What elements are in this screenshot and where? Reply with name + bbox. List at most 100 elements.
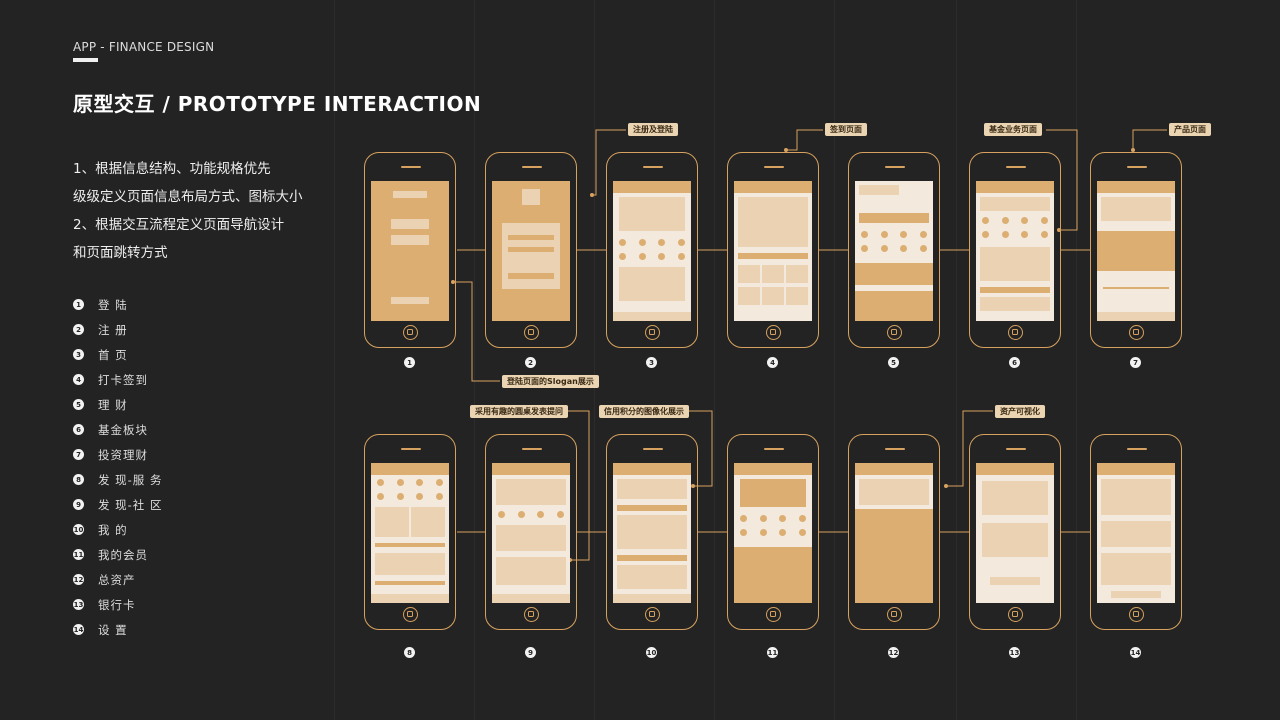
phone-fund[interactable] xyxy=(969,152,1061,348)
phone-invest[interactable] xyxy=(1090,152,1182,348)
checkin-bar xyxy=(738,253,808,259)
screen-nav-bar xyxy=(976,463,1054,475)
icon-row xyxy=(377,479,443,486)
home-button[interactable] xyxy=(403,325,418,340)
phone-register[interactable] xyxy=(485,152,577,348)
mine-screen[interactable] xyxy=(613,463,691,603)
phone-mine[interactable] xyxy=(606,434,698,630)
assets-header xyxy=(859,479,929,505)
home-button[interactable] xyxy=(1008,325,1023,340)
home-button[interactable] xyxy=(1008,607,1023,622)
slider-track xyxy=(1103,287,1169,289)
home-button[interactable] xyxy=(403,607,418,622)
home-button[interactable] xyxy=(887,607,902,622)
home-button[interactable] xyxy=(766,607,781,622)
phone-bank-card[interactable] xyxy=(969,434,1061,630)
section-bar xyxy=(375,543,445,547)
promo-block xyxy=(855,263,933,285)
home-button[interactable] xyxy=(1129,325,1144,340)
settings-group xyxy=(1101,553,1171,585)
invest-screen[interactable] xyxy=(1097,181,1175,321)
fund-screen[interactable] xyxy=(976,181,1054,321)
index-label: 理 财 xyxy=(98,397,128,412)
callout-anchor xyxy=(451,280,455,284)
description: 1、根据信息结构、功能规格优先 级级定义页面信息布局方式、图标大小 2、根据交互… xyxy=(73,155,303,267)
index-number: 14 xyxy=(73,624,84,635)
app-icon-block xyxy=(522,189,540,205)
grid-cell xyxy=(786,287,808,305)
phone-number: 11 xyxy=(767,647,778,658)
post-card xyxy=(496,557,566,585)
home-button[interactable] xyxy=(645,325,660,340)
callout-leader xyxy=(786,129,823,151)
phone-checkin[interactable] xyxy=(727,152,819,348)
description-line: 1、根据信息结构、功能规格优先 xyxy=(73,161,271,177)
index-number: 11 xyxy=(73,549,84,560)
checkin-screen[interactable] xyxy=(734,181,812,321)
icon-row xyxy=(861,245,927,252)
wealth-screen[interactable] xyxy=(855,181,933,321)
membership-screen[interactable] xyxy=(734,463,812,603)
phone-login[interactable] xyxy=(364,152,456,348)
settings-screen[interactable] xyxy=(1097,463,1175,603)
grid-cell xyxy=(762,265,784,283)
phone-membership[interactable] xyxy=(727,434,819,630)
form-field xyxy=(508,247,554,252)
index-label: 总资产 xyxy=(98,572,136,587)
phone-speaker xyxy=(1127,166,1147,168)
bank-card-screen[interactable] xyxy=(976,463,1054,603)
add-card-button xyxy=(990,577,1040,585)
total-assets-screen[interactable] xyxy=(855,463,933,603)
callout-anchor xyxy=(691,484,695,488)
login-screen[interactable] xyxy=(371,181,449,321)
section-bar xyxy=(617,505,687,511)
screen-nav-bar xyxy=(1097,181,1175,193)
index-label: 发 现-服 务 xyxy=(98,472,163,487)
register-screen[interactable] xyxy=(492,181,570,321)
discover-service-screen[interactable] xyxy=(371,463,449,603)
phone-speaker xyxy=(1006,448,1026,450)
index-label: 首 页 xyxy=(98,347,128,362)
tab-bar xyxy=(492,594,570,603)
phone-speaker xyxy=(1006,166,1026,168)
phone-wealth[interactable] xyxy=(848,152,940,348)
callout-label: 资产可视化 xyxy=(995,405,1045,418)
home-button[interactable] xyxy=(524,607,539,622)
phone-number: 5 xyxy=(888,357,899,368)
phone-home[interactable] xyxy=(606,152,698,348)
home-button[interactable] xyxy=(766,325,781,340)
home-screen[interactable] xyxy=(613,181,691,321)
discover-community-screen[interactable] xyxy=(492,463,570,603)
callout-label: 采用有趣的圆桌发表提问 xyxy=(470,405,568,418)
phone-speaker xyxy=(522,448,542,450)
phone-discover-service[interactable] xyxy=(364,434,456,630)
callout-label: 产品页面 xyxy=(1169,123,1211,136)
profile-card xyxy=(617,479,687,499)
phone-total-assets[interactable] xyxy=(848,434,940,630)
home-button[interactable] xyxy=(1129,607,1144,622)
home-button[interactable] xyxy=(524,325,539,340)
phone-settings[interactable] xyxy=(1090,434,1182,630)
home-button[interactable] xyxy=(645,607,660,622)
screen-nav-bar xyxy=(976,181,1054,193)
description-line: 2、根据交互流程定义页面导航设计 xyxy=(73,217,285,233)
phone-discover-community[interactable] xyxy=(485,434,577,630)
icon-row xyxy=(619,253,685,260)
phone-number: 8 xyxy=(404,647,415,658)
home-button[interactable] xyxy=(887,325,902,340)
